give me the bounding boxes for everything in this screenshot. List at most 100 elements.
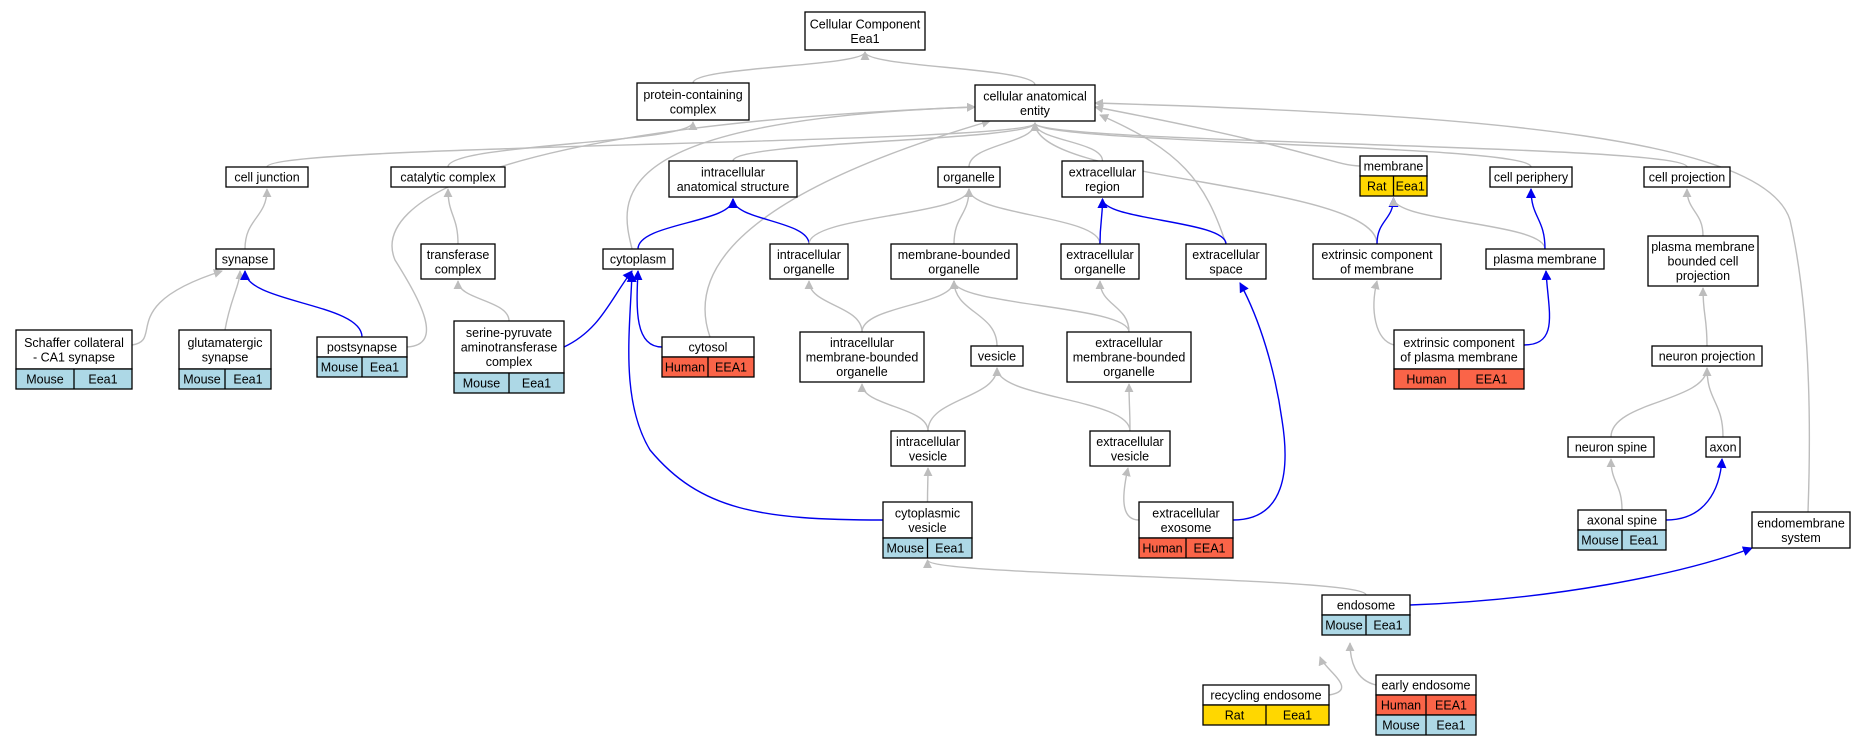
node-box <box>636 82 750 121</box>
edge-embo-to-mbo <box>949 280 1130 333</box>
node-label: complex <box>486 355 533 369</box>
node-label: complex <box>670 102 717 116</box>
node-label: extracellular <box>1152 506 1219 520</box>
gene-label: Eea1 <box>1283 709 1312 723</box>
gene-label: EEA1 <box>1476 373 1508 387</box>
node-label: extracellular <box>1192 248 1259 262</box>
edge-cj-to-cae <box>266 122 1040 168</box>
node-cproj[interactable]: cell projection <box>1643 166 1731 188</box>
node-label: extracellular <box>1096 435 1163 449</box>
node-box <box>1066 331 1192 383</box>
node-box <box>890 243 1018 280</box>
node-label: catalytic complex <box>400 171 496 185</box>
species-label: Human <box>1381 699 1421 713</box>
node-cp[interactable]: cell periphery <box>1489 166 1573 188</box>
species-label: Mouse <box>886 542 924 556</box>
node-label: extracellular <box>1095 336 1162 350</box>
node-label: synapse <box>222 253 269 267</box>
edge-eo-to-exr <box>1097 198 1108 245</box>
edge-exo-to-es <box>1232 282 1286 521</box>
edge-imbo-to-io <box>804 280 863 333</box>
edge-ps-to-cae <box>391 102 976 348</box>
edge-es-to-cae <box>1099 114 1227 245</box>
node-spac[interactable]: serine-pyruvateaminotransferasecomplexMo… <box>453 320 565 394</box>
species-label: Mouse <box>26 373 64 387</box>
node-label: recycling endosome <box>1210 689 1321 703</box>
node-box <box>804 11 926 51</box>
node-nspine[interactable]: neuron spine <box>1567 436 1655 458</box>
species-label: Human <box>1142 542 1182 556</box>
node-label: synapse <box>202 350 249 364</box>
node-label: Schaffer collateral <box>24 336 124 350</box>
node-np[interactable]: neuron projection <box>1651 345 1763 367</box>
edge-imbo-to-mbo <box>861 280 959 333</box>
node-label: cytoplasmic <box>895 506 960 520</box>
node-label: cytosol <box>689 341 728 355</box>
node-label: projection <box>1676 269 1730 283</box>
gene-label: Eea1 <box>1436 719 1465 733</box>
edge-io-to-ias <box>728 198 810 245</box>
node-box <box>1061 160 1144 198</box>
node-box <box>1567 436 1655 458</box>
node-pm[interactable]: plasma membrane <box>1485 248 1605 270</box>
edge-cp-to-cae <box>1030 122 1532 168</box>
edge-axon-to-np <box>1702 367 1724 438</box>
node-syn[interactable]: synapse <box>215 248 275 270</box>
node-ves[interactable]: vesicle <box>970 345 1024 367</box>
node-cc[interactable]: catalytic complex <box>390 166 506 188</box>
edge-mem-to-cae <box>1094 104 1361 167</box>
node-label: axonal spine <box>1587 514 1657 528</box>
gene-label: Eea1 <box>233 373 262 387</box>
node-label: anatomical structure <box>677 180 790 194</box>
node-label: organelle <box>928 262 979 276</box>
species-label: Mouse <box>183 373 221 387</box>
node-org[interactable]: organelle <box>937 166 1001 188</box>
edge-np-to-pmbcp <box>1698 287 1708 347</box>
gene-label: Eea1 <box>935 542 964 556</box>
node-axon[interactable]: axon <box>1705 436 1741 458</box>
node-cyto[interactable]: cytoplasm <box>602 248 674 270</box>
node-label: organelle <box>783 262 834 276</box>
edge-endo-to-ems <box>1409 546 1753 606</box>
node-box <box>602 248 674 270</box>
edge-cyto-to-ias <box>637 198 738 250</box>
node-cj[interactable]: cell junction <box>225 166 309 188</box>
node-label: organelle <box>1074 262 1125 276</box>
node-label: bounded cell <box>1668 255 1739 269</box>
